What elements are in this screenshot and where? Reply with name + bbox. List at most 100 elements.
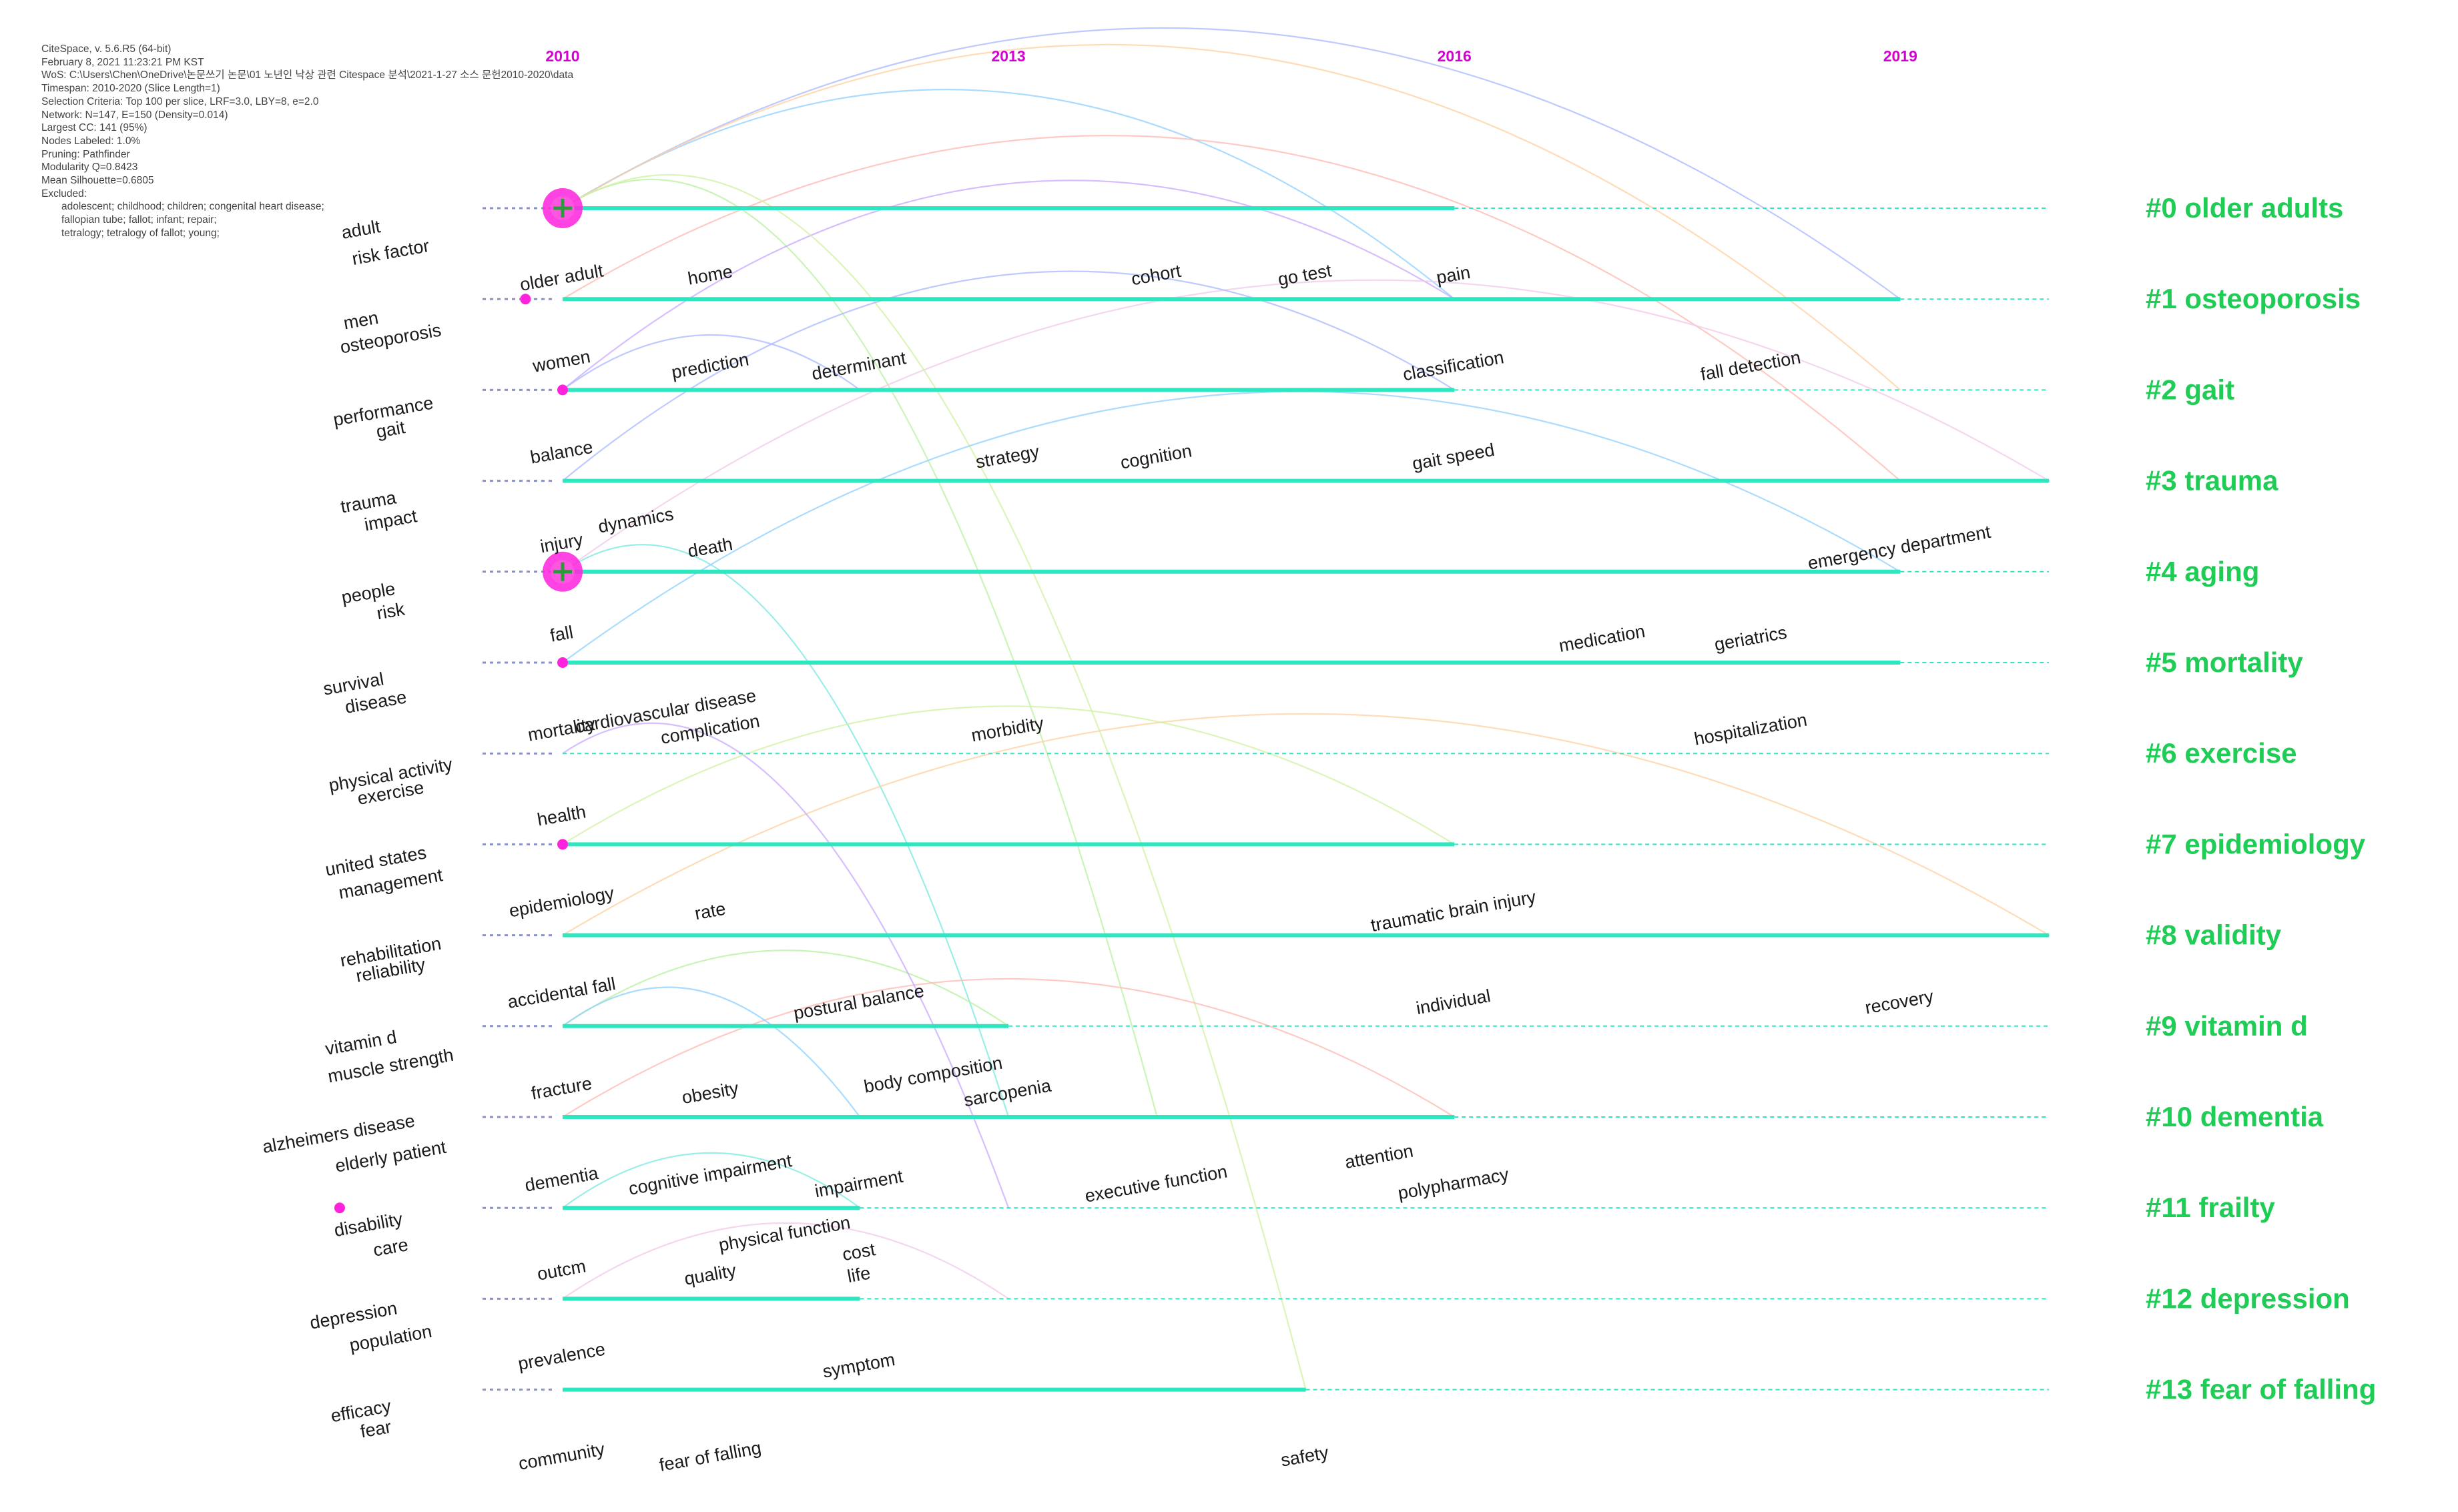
term-label: community <box>517 1439 607 1474</box>
major-node-cross <box>553 199 572 218</box>
term-label: women <box>531 346 592 376</box>
term-label: disability <box>332 1209 404 1241</box>
term-label: morbidity <box>970 713 1046 746</box>
node-dot <box>334 1202 345 1214</box>
term-label: older adult <box>519 260 605 295</box>
node-dot <box>557 839 568 850</box>
term-label: obesity <box>680 1078 740 1108</box>
citation-link <box>562 179 1455 391</box>
citation-link <box>562 986 861 1118</box>
term-label: population <box>348 1321 433 1355</box>
term-label: risk <box>375 599 406 624</box>
year-tick-label: 2013 <box>992 47 1026 65</box>
meta-line: Nodes Labeled: 1.0% <box>41 135 141 147</box>
term-label: accidental fall <box>506 974 617 1012</box>
citation-link <box>562 978 1455 1118</box>
meta-line: Mean Silhouette=0.6805 <box>41 175 154 187</box>
cluster-label: #10 dementia <box>2146 1101 2324 1132</box>
cluster-label: #6 exercise <box>2146 737 2297 769</box>
citation-link <box>562 279 2050 573</box>
citation-link <box>562 178 1158 1118</box>
term-label: fear of falling <box>657 1438 762 1475</box>
term-label: depression <box>308 1298 398 1333</box>
citation-link <box>562 722 1010 1208</box>
year-tick-label: 2016 <box>1438 47 1472 65</box>
cluster-label: #0 older adults <box>2146 192 2343 224</box>
term-label: attention <box>1343 1140 1415 1172</box>
meta-line: Largest CC: 141 (95%) <box>41 122 147 134</box>
term-label: fall detection <box>1699 347 1803 384</box>
citation-link <box>562 43 1901 391</box>
citation-link <box>562 1222 1009 1300</box>
term-label: emergency department <box>1806 522 1992 574</box>
meta-line: February 8, 2021 11:23:21 PM KST <box>41 56 204 68</box>
term-label: recovery <box>1863 986 1935 1018</box>
term-label: traumatic brain injury <box>1369 887 1538 935</box>
cluster-label: #9 vitamin d <box>2146 1010 2308 1042</box>
term-label: executive function <box>1083 1162 1229 1206</box>
citation-link <box>562 135 1901 482</box>
meta-line: Timespan: 2010-2020 (Slice Length=1) <box>41 83 220 95</box>
term-label: home <box>686 261 734 288</box>
cluster-label: #3 trauma <box>2146 465 2278 496</box>
term-label: health <box>536 801 588 829</box>
citation-link <box>562 27 1901 300</box>
cluster-label: #13 fear of falling <box>2146 1374 2376 1405</box>
term-label: safety <box>1279 1443 1331 1471</box>
term-label: outcm <box>536 1256 588 1284</box>
meta-line: WoS: C:\Users\Chen\OneDrive\논문쓰기 논문\01 노… <box>41 69 574 81</box>
term-label: vitamin d <box>324 1027 398 1059</box>
term-label: prevalence <box>517 1339 607 1374</box>
term-label: fracture <box>530 1073 593 1103</box>
cluster-label: #2 gait <box>2146 374 2234 405</box>
term-label: medication <box>1557 621 1646 656</box>
term-label: risk factor <box>350 236 430 269</box>
term-label: physical function <box>717 1212 852 1255</box>
cluster-label: #11 frailty <box>2146 1192 2275 1223</box>
term-label: adult <box>340 216 382 243</box>
metadata-block: CiteSpace, v. 5.6.R5 (64-bit)February 8,… <box>41 43 709 240</box>
term-label: sarcopenia <box>962 1075 1053 1110</box>
term-label: symptom <box>821 1349 896 1382</box>
term-label: geriatrics <box>1713 623 1788 655</box>
term-label: classification <box>1402 347 1506 384</box>
term-label: care <box>372 1234 410 1260</box>
nodes-layer <box>334 188 583 1214</box>
term-label: gait <box>374 417 407 442</box>
meta-line: Modularity Q=0.8423 <box>41 161 138 173</box>
meta-line: Network: N=147, E=150 (Density=0.014) <box>41 109 228 121</box>
timelines-layer <box>483 206 2049 1392</box>
term-label: postural balance <box>792 981 926 1024</box>
term-label: individual <box>1415 986 1492 1018</box>
meta-line: CiteSpace, v. 5.6.R5 (64-bit) <box>41 43 172 55</box>
meta-line: Excluded: <box>41 187 87 200</box>
term-label: cohort <box>1130 261 1183 290</box>
citation-link <box>562 1152 861 1209</box>
cluster-label: #8 validity <box>2146 919 2282 951</box>
meta-line: Pruning: Pathfinder <box>41 148 130 160</box>
cluster-label: #4 aging <box>2146 556 2259 587</box>
citation-link <box>562 390 1901 663</box>
citation-link <box>562 950 1009 1027</box>
term-label: death <box>686 534 734 561</box>
citation-link <box>562 334 861 391</box>
node-dot <box>557 384 568 396</box>
term-label: life <box>846 1263 872 1287</box>
meta-excluded-line: adolescent; childhood; children; congeni… <box>61 201 324 213</box>
citation-link <box>562 544 1010 1118</box>
meta-excluded-line: fallopian tube; fallot; infant; repair; <box>61 214 217 226</box>
term-label: hospitalization <box>1693 709 1809 749</box>
links-layer <box>562 27 2050 1390</box>
major-node-cross <box>553 562 572 581</box>
term-label: quality <box>683 1260 738 1289</box>
year-tick-label: 2019 <box>1883 47 1917 65</box>
citation-link <box>562 89 1455 300</box>
term-label: elderly patient <box>334 1137 448 1176</box>
citation-link <box>562 705 1455 845</box>
citation-link <box>562 713 2050 936</box>
citation-link <box>562 270 1455 482</box>
term-label: men <box>342 308 380 334</box>
cluster-label: #5 mortality <box>2146 647 2303 678</box>
term-label: dynamics <box>597 504 675 536</box>
